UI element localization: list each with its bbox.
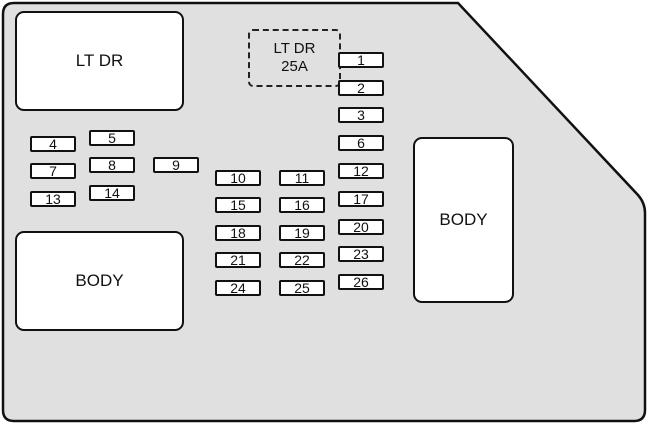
fuse-number: 19 bbox=[294, 225, 310, 241]
fuse-19: 19 bbox=[279, 225, 325, 241]
fuse-number: 11 bbox=[294, 170, 310, 186]
fuse-20: 20 bbox=[338, 219, 384, 235]
fuse-12: 12 bbox=[338, 163, 384, 179]
fuse-number: 16 bbox=[294, 197, 310, 213]
fuse-13: 13 bbox=[30, 191, 76, 207]
fuse-number: 25 bbox=[294, 280, 310, 296]
fuse-number: 8 bbox=[108, 157, 116, 173]
fuse-number: 6 bbox=[357, 135, 365, 151]
fuse-number: 5 bbox=[108, 130, 116, 146]
fuse-number: 9 bbox=[172, 157, 180, 173]
fuse-number: 15 bbox=[230, 197, 246, 213]
fuse-number: 18 bbox=[230, 225, 246, 241]
fuse-number: 3 bbox=[357, 107, 365, 123]
fuse-21: 21 bbox=[215, 252, 261, 268]
relay-label: BODY bbox=[75, 271, 124, 290]
fuse-7: 7 bbox=[30, 163, 76, 179]
fuse-17: 17 bbox=[338, 191, 384, 207]
optional-fuse-rating: 25A bbox=[281, 58, 308, 75]
fuse-number: 26 bbox=[353, 274, 369, 290]
fuse-24: 24 bbox=[215, 280, 261, 296]
optional-fuse-label: LT DR bbox=[273, 40, 316, 57]
fuse-number: 1 bbox=[357, 52, 365, 68]
body-relay-right: BODY bbox=[413, 137, 514, 303]
fuse-number: 21 bbox=[230, 252, 246, 268]
fuse-15: 15 bbox=[215, 197, 261, 213]
relay-label: LT DR bbox=[75, 51, 124, 70]
fuse-number: 24 bbox=[230, 280, 246, 296]
relay-label: BODY bbox=[439, 210, 488, 229]
fuse-16: 16 bbox=[279, 197, 325, 213]
fuse-2: 2 bbox=[338, 80, 384, 96]
lt-dr-relay: LT DR bbox=[15, 11, 184, 111]
fuse-5: 5 bbox=[89, 130, 135, 146]
fuse-number: 12 bbox=[353, 163, 369, 179]
fuse-11: 11 bbox=[279, 170, 325, 186]
fuse-6: 6 bbox=[338, 135, 384, 151]
fuse-18: 18 bbox=[215, 225, 261, 241]
body-relay-left: BODY bbox=[15, 231, 184, 331]
fuse-23: 23 bbox=[338, 246, 384, 262]
fuse-number: 17 bbox=[353, 191, 369, 207]
fuse-number: 14 bbox=[104, 185, 120, 201]
fuse-number: 4 bbox=[49, 136, 57, 152]
fuse-number: 10 bbox=[230, 170, 246, 186]
fuse-number: 2 bbox=[357, 80, 365, 96]
fuse-number: 22 bbox=[294, 252, 310, 268]
fuse-10: 10 bbox=[215, 170, 261, 186]
fuse-9: 9 bbox=[153, 157, 199, 173]
fuse-26: 26 bbox=[338, 274, 384, 290]
fuse-number: 13 bbox=[45, 191, 61, 207]
fuse-4: 4 bbox=[30, 136, 76, 152]
fuse-number: 7 bbox=[49, 163, 57, 179]
fuse-number: 23 bbox=[353, 246, 369, 262]
fuse-number: 20 bbox=[353, 219, 369, 235]
fuse-14: 14 bbox=[89, 185, 135, 201]
fuse-1: 1 bbox=[338, 52, 384, 68]
fuse-22: 22 bbox=[279, 252, 325, 268]
fuse-3: 3 bbox=[338, 107, 384, 123]
fuse-25: 25 bbox=[279, 280, 325, 296]
fuse-8: 8 bbox=[89, 157, 135, 173]
optional-fuse-lt-dr-25a: LT DR 25A bbox=[248, 29, 341, 87]
